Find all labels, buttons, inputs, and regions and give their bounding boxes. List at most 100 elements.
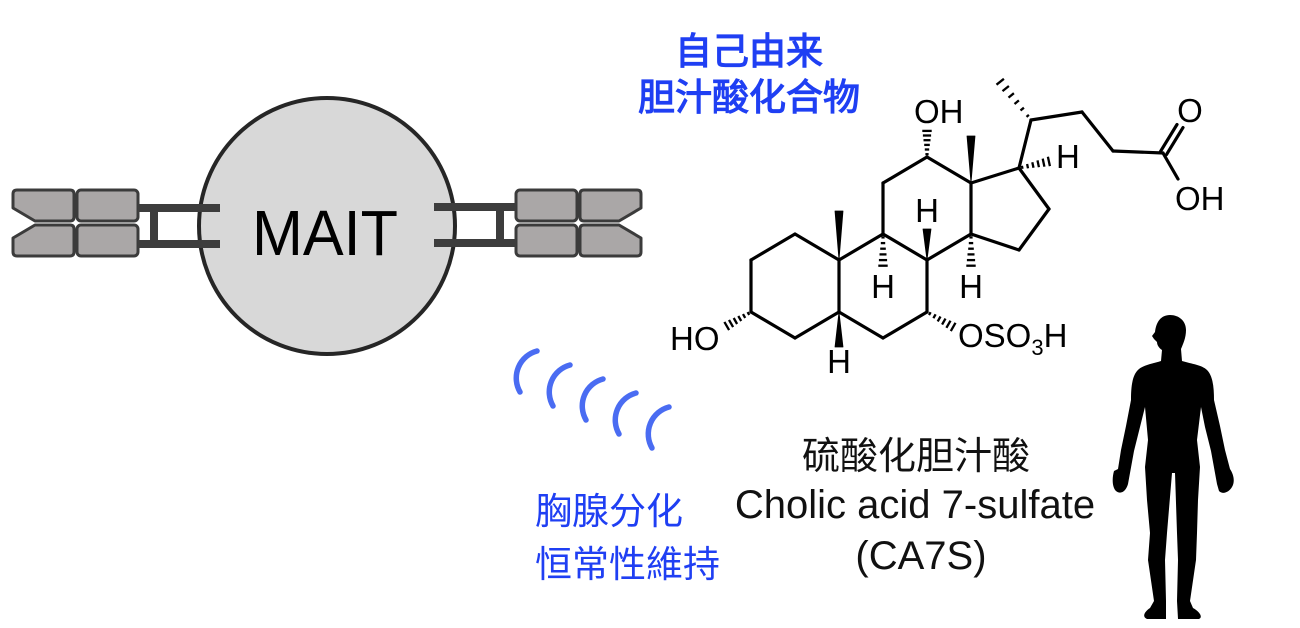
- effect-label: 胸腺分化 恒常性維持: [535, 490, 720, 586]
- sulfate-label-subscript: 3: [1031, 335, 1043, 360]
- wedge-bond-c5-h: [834, 311, 844, 348]
- hash-mark: [936, 315, 942, 322]
- hash-mark: [949, 322, 957, 332]
- hash-bond-c9-h: [878, 236, 888, 267]
- hash-bond-c20-c21-methyl: [995, 77, 1030, 118]
- receptor-bridge: [496, 203, 504, 247]
- hash-bond-c7-osulfate: [928, 311, 957, 332]
- atom-label-c12-oh: OH: [914, 93, 964, 130]
- receptor-domain-outer-top: [578, 188, 643, 223]
- signal-wave: [579, 376, 606, 423]
- compound-abbreviation: (CA7S): [855, 534, 986, 578]
- receptor-domain-inner-top: [75, 188, 140, 223]
- hash-mark: [945, 320, 952, 329]
- atom-label-sulfate: OSO3H: [958, 317, 1067, 360]
- signal-wave: [645, 404, 672, 451]
- receptor-stalk-top: [434, 203, 516, 211]
- bond-c20-c22: [1029, 110, 1084, 122]
- bond-c1-c2: [749, 232, 797, 262]
- hash-mark: [1031, 161, 1035, 168]
- bond-c14-c8: [925, 232, 973, 262]
- effect-label-line-1: 胸腺分化: [535, 490, 683, 533]
- hash-mark: [723, 321, 731, 331]
- bond-c3-c4: [749, 310, 797, 340]
- hash-bond-c17-h: [1020, 156, 1052, 170]
- hash-bond-c12-oh: [922, 129, 932, 156]
- hash-mark: [1046, 156, 1052, 167]
- bond-c13-c17: [969, 166, 1021, 185]
- mait-cell: MAIT: [11, 96, 643, 356]
- receptor-domain-inner-top: [514, 188, 579, 223]
- hash-mark: [746, 311, 751, 316]
- hash-mark: [928, 311, 932, 316]
- wedge-bond-c8-h: [922, 228, 932, 261]
- hash-mark: [1001, 85, 1010, 92]
- atom-label-c14-h: H: [959, 268, 983, 305]
- bond-c24-oh: [1161, 151, 1180, 181]
- source-label: 自己由来 胆汁酸化合物: [638, 30, 860, 119]
- receptor-stalk-top: [138, 204, 220, 212]
- hash-mark: [737, 315, 743, 322]
- bond-c23-c24: [1111, 149, 1165, 155]
- atom-label-c9-h: H: [871, 268, 895, 305]
- bond-c9-c8: [881, 232, 929, 262]
- receptor-domain-outer-top: [11, 188, 76, 223]
- bond-c10-c9: [837, 232, 885, 262]
- sulfate-label-tail: H: [1044, 317, 1068, 354]
- atom-label-c8-h: H: [915, 192, 939, 229]
- effect-label-line-2: 恒常性維持: [535, 543, 720, 586]
- atom-label-c3-oh: HO: [670, 320, 720, 357]
- bond-c7-c6: [881, 310, 929, 340]
- bond-c24-o-double-a: [1158, 122, 1179, 153]
- hash-mark: [1025, 163, 1030, 169]
- bond-c10-c1: [793, 232, 841, 262]
- hash-bond-c14-h: [966, 236, 976, 267]
- signal-waves-icon: [513, 348, 672, 451]
- hash-mark: [932, 313, 937, 319]
- sulfate-label-main: OSO: [958, 317, 1031, 354]
- hash-mark: [941, 318, 947, 326]
- hash-mark: [1041, 158, 1046, 167]
- atom-label-c5-h: H: [827, 343, 851, 380]
- receptor-domain-outer-bottom: [578, 223, 643, 258]
- source-label-line-1: 自己由来: [675, 30, 823, 73]
- hash-mark: [728, 319, 735, 328]
- atom-label-c17-h: H: [1056, 138, 1080, 175]
- signal-wave: [546, 362, 573, 409]
- bond-c11-c12: [881, 155, 929, 185]
- bond-c4-c5: [793, 310, 841, 340]
- compound-name-ja: 硫酸化胆汁酸: [802, 434, 1030, 478]
- bond-c6-c5: [837, 310, 885, 340]
- hash-mark: [732, 317, 739, 325]
- hash-mark: [1019, 106, 1025, 112]
- hash-mark: [995, 77, 1005, 86]
- cell-label: MAIT: [252, 197, 398, 269]
- receptor-domain-inner-bottom: [514, 223, 579, 258]
- signal-wave: [612, 390, 639, 437]
- wedge-bond-c19-methyl: [834, 210, 844, 261]
- hash-bond-c3-oh: [723, 311, 751, 331]
- wedge-bond-c18-methyl: [966, 135, 976, 184]
- receptor-stalk-bottom: [138, 240, 220, 248]
- bond-c15-c14: [969, 232, 1021, 252]
- hash-mark: [1036, 160, 1041, 168]
- compound-name: 硫酸化胆汁酸 Cholic acid 7-sulfate (CA7S): [735, 434, 1095, 578]
- hash-mark: [742, 313, 747, 319]
- source-label-line-2: 胆汁酸化合物: [638, 76, 860, 119]
- hash-mark: [1025, 114, 1030, 118]
- cell-body: [197, 96, 457, 356]
- hash-mark: [1013, 99, 1020, 105]
- compound-name-en: Cholic acid 7-sulfate: [735, 483, 1095, 527]
- atom-label-carbonyl-o: O: [1177, 92, 1203, 129]
- receptor-domain-inner-bottom: [75, 223, 140, 258]
- receptor-domain-outer-bottom: [11, 223, 76, 258]
- bond-c12-c13: [925, 155, 973, 185]
- bond-c16-c15: [1017, 207, 1051, 252]
- human-silhouette-icon: [1112, 315, 1234, 619]
- hash-mark: [1007, 92, 1015, 99]
- bond-c17-c16: [1017, 166, 1051, 211]
- bond-c22-c23: [1080, 110, 1115, 153]
- cholic-acid-7-sulfate-structure-icon: OH HO H H H H H O OH OSO3H: [670, 77, 1225, 380]
- hash-mark: [1020, 165, 1024, 170]
